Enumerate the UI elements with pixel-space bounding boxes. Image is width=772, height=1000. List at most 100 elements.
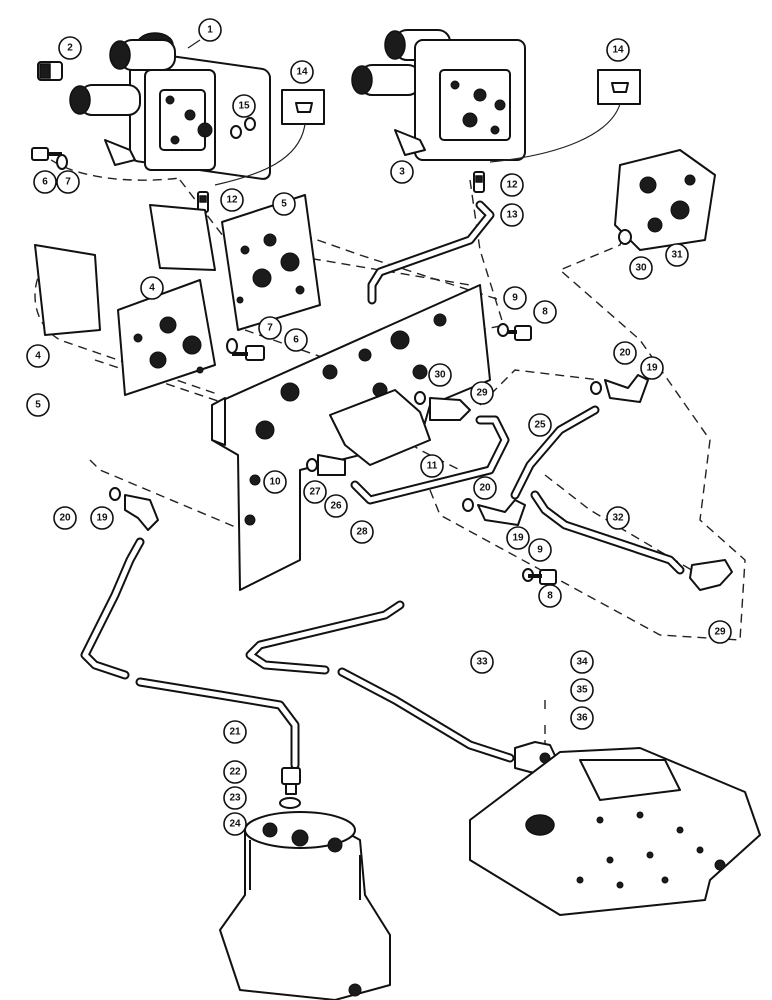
callout-9-upper: 9 (503, 286, 527, 310)
tube-21 (80, 537, 300, 770)
svg-text:14: 14 (612, 45, 624, 56)
svg-text:28: 28 (356, 527, 368, 538)
callout-33: 33 (470, 650, 494, 674)
callout-19-mid: 19 (506, 526, 530, 550)
callout-32: 32 (606, 506, 630, 530)
callout-30-upper: 30 (629, 256, 653, 280)
callout-24: 24 (223, 812, 247, 836)
callout-28: 28 (350, 520, 374, 544)
svg-text:4: 4 (35, 351, 41, 362)
callout-4-upper: 4 (140, 276, 164, 300)
svg-text:23: 23 (229, 793, 241, 804)
callout-29-mid: 29 (470, 381, 494, 405)
callout-31: 31 (665, 243, 689, 267)
svg-text:19: 19 (512, 533, 524, 544)
callout-8-lower: 8 (538, 584, 562, 608)
detail-14-left (214, 89, 325, 186)
svg-text:22: 22 (229, 767, 241, 778)
callout-21: 21 (223, 720, 247, 744)
svg-text:7: 7 (65, 177, 71, 188)
svg-text:32: 32 (612, 513, 624, 524)
mounting-plate-5-lower (117, 279, 216, 396)
callout-20-mid: 20 (473, 476, 497, 500)
callout-29-right: 29 (708, 620, 732, 644)
svg-text:14: 14 (296, 67, 308, 78)
callout-1: 1 (187, 18, 222, 49)
callout-26: 26 (324, 494, 348, 518)
control-valve-left (69, 32, 271, 180)
tube-33 (245, 600, 515, 763)
washer-9-upper (497, 323, 509, 337)
svg-text:34: 34 (576, 657, 588, 668)
valve-block-31 (614, 149, 716, 251)
svg-text:6: 6 (42, 177, 48, 188)
svg-text:3: 3 (399, 167, 405, 178)
svg-text:35: 35 (576, 685, 588, 696)
svg-text:24: 24 (229, 819, 241, 830)
callout-6-upper: 6 (33, 170, 57, 194)
callout-35: 35 (570, 678, 594, 702)
svg-text:19: 19 (96, 513, 108, 524)
callout-13: 13 (500, 203, 524, 227)
callout-7-lower: 7 (258, 316, 282, 340)
svg-text:10: 10 (269, 477, 281, 488)
svg-text:15: 15 (238, 101, 250, 112)
plug-2 (37, 61, 63, 81)
o-rings-15 (230, 117, 256, 139)
svg-text:2: 2 (67, 43, 73, 54)
svg-text:30: 30 (635, 263, 647, 274)
svg-text:33: 33 (476, 657, 488, 668)
housing-cover-36 (469, 747, 761, 916)
tube-13 (367, 200, 495, 305)
callout-11: 11 (420, 454, 444, 478)
tube-28 (350, 415, 510, 505)
svg-text:20: 20 (619, 348, 631, 359)
washer-7-lower (226, 338, 238, 354)
svg-text:6: 6 (293, 335, 299, 346)
o-ring-20-right (590, 381, 602, 395)
callout-2: 2 (58, 36, 82, 60)
fitting-12-right (473, 171, 485, 193)
svg-text:8: 8 (547, 591, 553, 602)
detail-14-right (489, 69, 641, 163)
callout-8-upper: 8 (533, 300, 557, 324)
callout-23: 23 (223, 786, 247, 810)
callout-15: 15 (232, 94, 256, 118)
callout-6-lower: 6 (284, 328, 308, 352)
svg-text:27: 27 (309, 487, 321, 498)
elbow-19-left (124, 494, 159, 531)
gasket-4-upper (149, 204, 216, 271)
svg-text:12: 12 (506, 180, 518, 191)
callout-12-left: 12 (220, 188, 244, 212)
callout-5-lower: 5 (26, 393, 50, 417)
svg-text:5: 5 (281, 199, 287, 210)
o-ring-20-mid (462, 498, 474, 512)
callout-12-right: 12 (500, 173, 524, 197)
tube-25 (510, 405, 600, 500)
gasket-4-lower (34, 244, 101, 336)
callout-36: 36 (570, 706, 594, 730)
callout-20-right: 20 (613, 341, 637, 365)
control-valve-right (351, 29, 526, 161)
callout-3: 3 (390, 160, 414, 184)
svg-text:19: 19 (646, 363, 658, 374)
connector-26 (317, 454, 346, 476)
callout-9-lower: 9 (528, 538, 552, 562)
elbow-19-mid (477, 499, 526, 526)
tube-32 (530, 490, 685, 575)
svg-text:25: 25 (534, 420, 546, 431)
svg-text:11: 11 (427, 461, 438, 472)
callout-25: 25 (528, 413, 552, 437)
washer-7-upper (56, 154, 68, 170)
svg-text:1: 1 (207, 25, 213, 36)
o-ring-27 (306, 458, 318, 472)
callout-30-mid: 30 (428, 363, 452, 387)
bolt-6-lower (232, 345, 265, 361)
o-ring-23 (279, 797, 301, 809)
callout-19-right: 19 (640, 356, 664, 380)
svg-text:9: 9 (537, 545, 543, 556)
svg-text:21: 21 (229, 727, 241, 738)
svg-text:29: 29 (476, 388, 488, 399)
callout-14-left: 14 (290, 60, 314, 84)
